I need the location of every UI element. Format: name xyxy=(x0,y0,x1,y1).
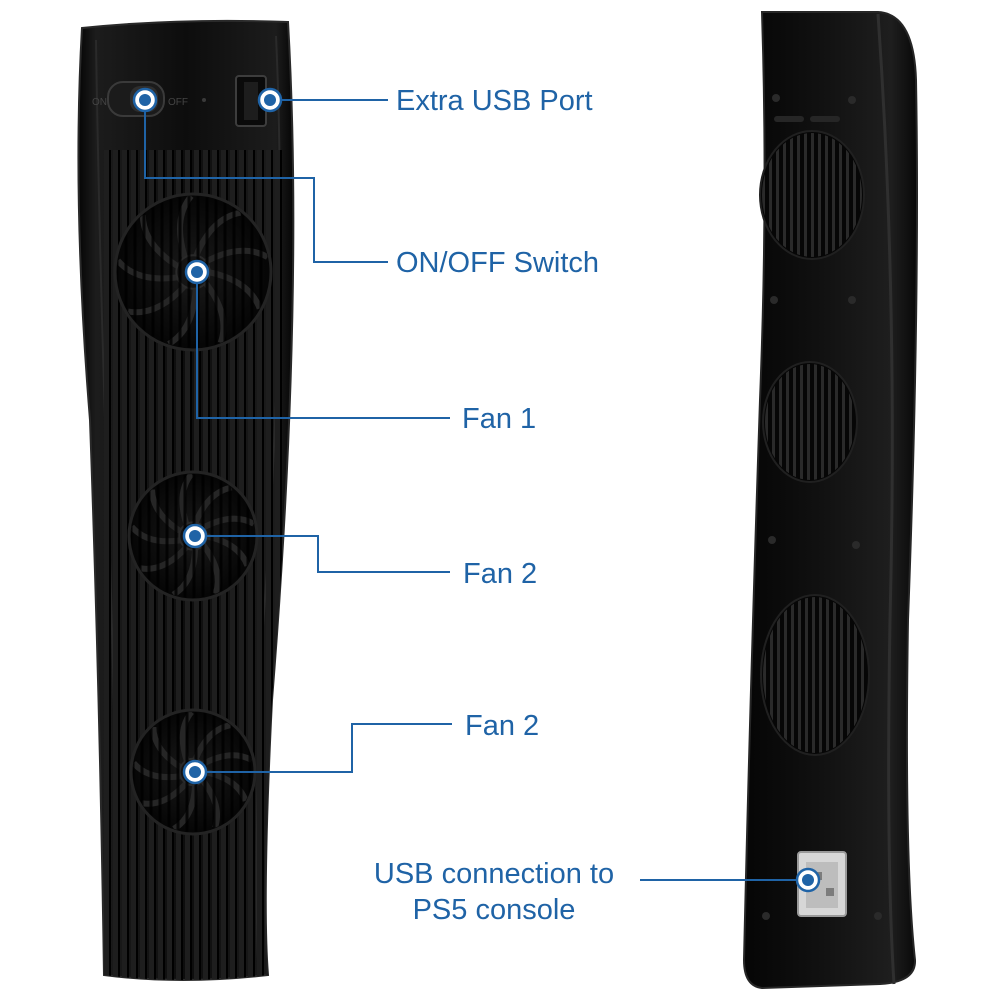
front-cooling-unit: ON OFF xyxy=(77,19,295,981)
rear-vent-3 xyxy=(760,594,870,756)
label-fan-1: Fan 1 xyxy=(462,403,537,435)
label-fan-2: Fan 2 xyxy=(463,558,538,590)
label-usb-connection-line1: USB connection to xyxy=(373,858,615,890)
marker-fan-2 xyxy=(182,523,208,549)
callout-markers xyxy=(132,87,821,893)
marker-fan-3 xyxy=(182,759,208,785)
marker-usb-port xyxy=(257,87,283,113)
rear-vent-2 xyxy=(762,361,858,483)
callout-lines xyxy=(144,99,808,881)
label-extra-usb-port: Extra USB Port xyxy=(396,85,593,117)
label-on-off-switch: ON/OFF Switch xyxy=(396,247,600,279)
label-fan-3: Fan 2 xyxy=(465,710,540,742)
mounting-holes xyxy=(762,94,882,920)
marker-switch xyxy=(132,87,158,113)
clip-notch xyxy=(774,116,804,122)
rear-cooling-unit xyxy=(742,11,918,990)
indicator-led xyxy=(202,98,206,102)
marker-fan-1 xyxy=(184,259,210,285)
switch-on-text: ON xyxy=(92,97,107,108)
rear-vent-1 xyxy=(759,130,865,260)
label-usb-connection-line2: PS5 console xyxy=(412,894,576,927)
usb-port[interactable] xyxy=(235,75,267,127)
label-usb-connection: USB connection to PS5 console xyxy=(360,856,628,929)
switch-off-text: OFF xyxy=(168,97,188,108)
clip-notch xyxy=(810,116,840,122)
marker-usb-connection xyxy=(795,867,821,893)
